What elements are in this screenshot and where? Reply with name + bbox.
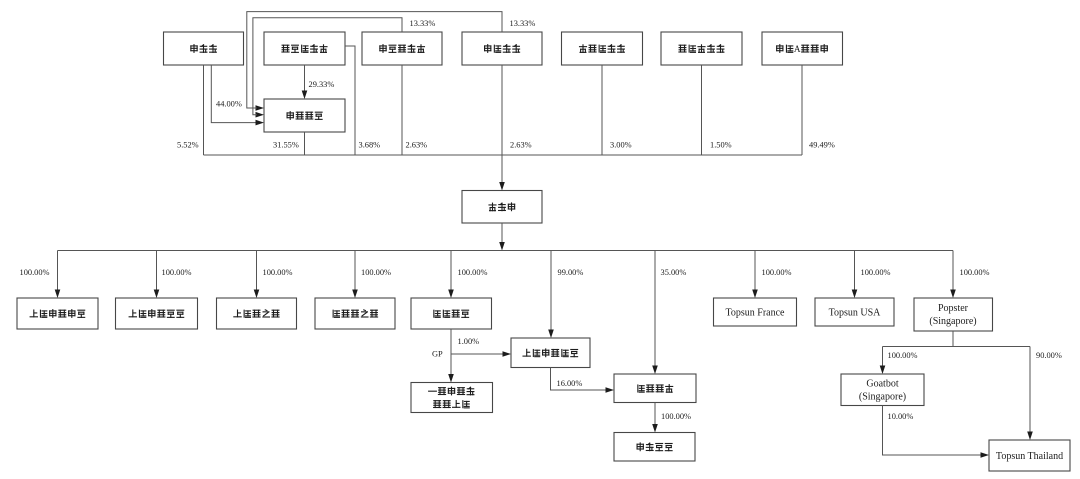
svg-text:5.52%: 5.52% [177, 141, 199, 150]
svg-text:13.33%: 13.33% [410, 19, 436, 28]
svg-text:100.00%: 100.00% [361, 268, 391, 277]
svg-text:100.00%: 100.00% [458, 268, 488, 277]
svg-text:100.00%: 100.00% [263, 268, 293, 277]
svg-text:A: A [794, 44, 801, 54]
svg-text:99.00%: 99.00% [558, 268, 584, 277]
svg-text:100.00%: 100.00% [661, 412, 691, 421]
svg-text:35.00%: 35.00% [661, 268, 687, 277]
svg-text:31.55%: 31.55% [273, 141, 299, 150]
svg-text:49.49%: 49.49% [809, 141, 835, 150]
svg-text:Popster: Popster [938, 303, 969, 314]
svg-text:90.00%: 90.00% [1036, 351, 1062, 360]
svg-text:100.00%: 100.00% [861, 268, 891, 277]
svg-text:3.68%: 3.68% [359, 141, 381, 150]
svg-text:13.33%: 13.33% [510, 19, 536, 28]
svg-text:29.33%: 29.33% [309, 80, 335, 89]
svg-text:100.00%: 100.00% [20, 268, 50, 277]
svg-text:GP: GP [432, 349, 443, 358]
svg-text:Topsun USA: Topsun USA [829, 308, 882, 319]
svg-text:44.00%: 44.00% [216, 100, 242, 109]
svg-text:3.00%: 3.00% [610, 141, 632, 150]
svg-text:Topsun France: Topsun France [725, 308, 785, 319]
svg-text:(Singapore): (Singapore) [859, 392, 906, 403]
svg-text:100.00%: 100.00% [960, 268, 990, 277]
svg-text:100.00%: 100.00% [162, 268, 192, 277]
svg-text:10.00%: 10.00% [888, 412, 914, 421]
svg-text:100.00%: 100.00% [762, 268, 792, 277]
svg-text:(Singapore): (Singapore) [929, 316, 976, 327]
svg-text:Topsun Thailand: Topsun Thailand [996, 451, 1063, 462]
svg-text:Goatbot: Goatbot [866, 379, 898, 390]
svg-text:1.00%: 1.00% [458, 337, 480, 346]
svg-text:1.50%: 1.50% [710, 141, 732, 150]
svg-text:2.63%: 2.63% [510, 141, 532, 150]
svg-text:2.63%: 2.63% [406, 141, 428, 150]
svg-text:100.00%: 100.00% [888, 351, 918, 360]
svg-text:16.00%: 16.00% [557, 379, 583, 388]
